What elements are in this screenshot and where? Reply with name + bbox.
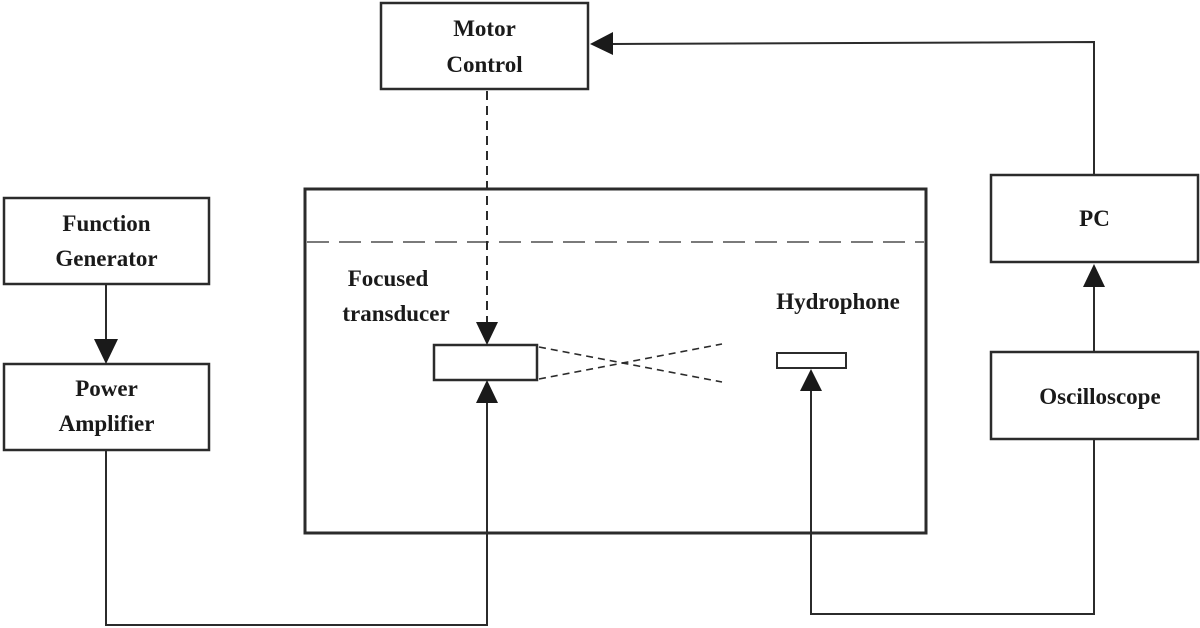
focused-transducer (432, 343, 539, 382)
transducer-label-line2: transducer (342, 301, 449, 326)
power-amplifier-label-line1: Power (75, 376, 138, 401)
function-generator-label-line2: Generator (55, 246, 157, 271)
oscilloscope-to-pc-arrowhead (1083, 264, 1105, 287)
motor-to-transducer-arrowhead (476, 322, 498, 345)
transducer-label-line1: Focused (348, 266, 429, 291)
pc-label: PC (1079, 206, 1110, 231)
hydrophone-label: Hydrophone (776, 289, 900, 314)
motor-control-box (379, 1, 590, 91)
function-generator-box (2, 196, 211, 286)
oscilloscope-to-hydrophone-arrowhead (800, 369, 822, 391)
pc-to-motor-arrowhead (590, 32, 613, 55)
pc-box (989, 173, 1200, 264)
oscilloscope-label: Oscilloscope (1039, 384, 1160, 409)
power-amplifier-box (2, 362, 211, 452)
focused-beam-lower (538, 343, 723, 380)
pc-to-motor-link (611, 40, 1095, 175)
water-tank (303, 187, 928, 535)
oscilloscope-box (989, 350, 1200, 441)
amplifier-to-transducer-link (105, 402, 488, 626)
generator-to-amplifier-arrowhead (94, 339, 118, 364)
amplifier-to-transducer-arrowhead (476, 380, 498, 403)
motor-control-label-line2: Control (446, 52, 522, 77)
focused-beam-upper (538, 346, 723, 383)
oscilloscope-to-hydrophone-link (810, 390, 1095, 615)
hydrophone (776, 352, 847, 369)
power-amplifier-label-line2: Amplifier (59, 411, 155, 436)
motor-control-label-line1: Motor (453, 16, 516, 41)
function-generator-label-line1: Function (62, 211, 150, 236)
